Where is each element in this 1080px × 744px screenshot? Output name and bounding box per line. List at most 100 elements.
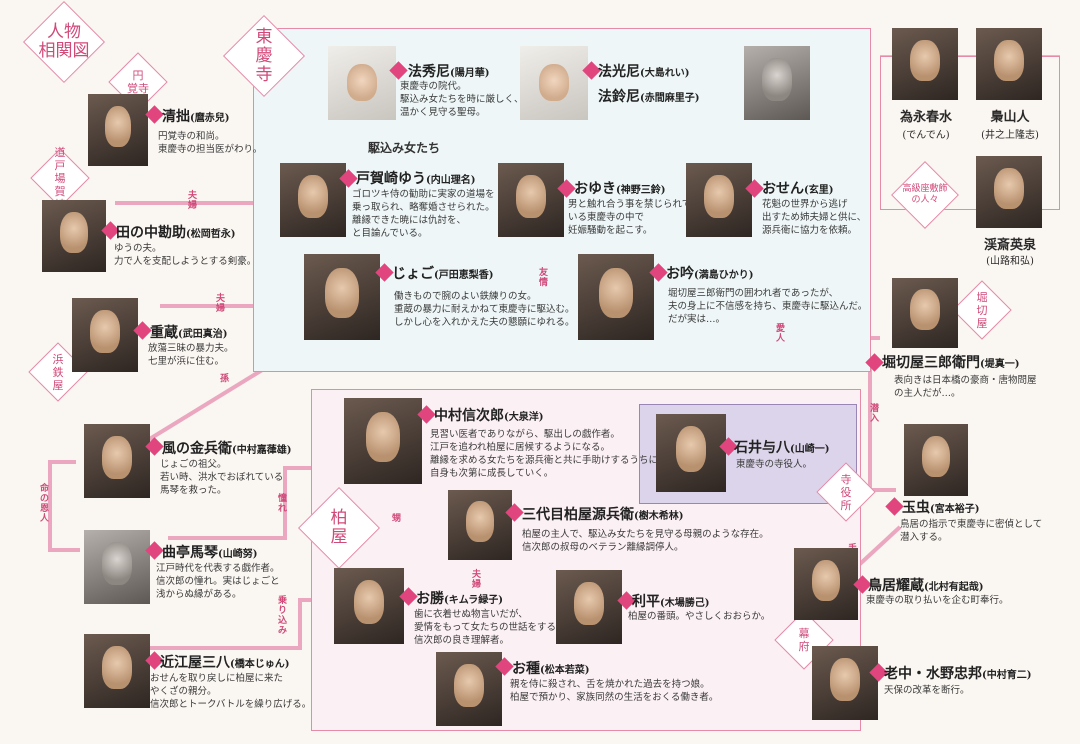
desc-ogin: 堀切屋三郎衛門の囲われ者であったが、 夫の身上に不信感を持ち、東慶寺に駆込んだ。…: [668, 288, 868, 325]
portrait-kyozan: [976, 28, 1042, 100]
portrait-hoshuuni: [328, 46, 396, 120]
relation-aijin: 愛 人: [776, 324, 786, 344]
desc-omi: おせんを取り戻しに柏屋に来た やくざの親分。 信次郎とトークバトルを繰り広げる。: [150, 673, 312, 710]
name-ogin: お吟(満島ひかり): [666, 266, 754, 282]
name-keisai: 渓斎英泉: [983, 238, 1036, 253]
portrait-torii: [794, 548, 858, 620]
name-bakin: 曲亭馬琴(山崎努): [162, 545, 258, 561]
name-kyozan: 梟山人: [990, 110, 1030, 125]
portrait-osen: [686, 163, 752, 237]
name-tanaka: 田の中勘助(松岡哲永): [116, 225, 236, 241]
portrait-keisai: [976, 156, 1042, 228]
portrait-ogin: [578, 254, 654, 340]
relation-yujo: 友 情: [539, 268, 549, 288]
portrait-omi: [84, 634, 150, 708]
relation-oi: 甥: [392, 514, 402, 524]
name-otane: お種(松本若菜): [512, 661, 590, 677]
relation-akogare: 憧 れ: [278, 494, 288, 514]
name-torii: 鳥居耀蔵(北村有起哉): [868, 578, 984, 594]
name-genbei: 三代目柏屋源兵衛(樹木希林): [522, 507, 684, 523]
portrait-bakin: [84, 530, 150, 604]
desc-tanaka: ゆうの夫。 力で人を支配しようとする剣豪。: [114, 243, 257, 267]
name-mizuno: 老中・水野忠邦(中村育二): [884, 666, 1032, 682]
name-horikiri: 堀切屋三郎衛門(堤真一): [882, 355, 1020, 371]
chart-title: 人物 相関図: [26, 4, 102, 80]
portrait-juzo: [72, 298, 138, 372]
desc-kinbei: じょごの祖父。 若い時、洪水でおぼれている 馬琴を救った。: [160, 459, 284, 496]
desc-juzo: 放蕩三昧の暴力夫。 七里が浜に住む。: [148, 343, 234, 367]
name-tamenaga: 為永春水: [899, 110, 952, 125]
name-juzo: 重蔵(武田真治): [150, 325, 228, 341]
name-omi: 近江屋三八(橋本じゅん): [160, 655, 290, 671]
desc-jogo: 働きもので腕のよい鉄練りの女。 重蔵の暴力に耐えかねて東慶寺に駆込む。 しかし心…: [394, 291, 575, 328]
name-okatsu: お勝(キムラ緑子): [416, 591, 503, 607]
name-hokoni: 法光尼(大島れい): [598, 64, 690, 80]
desc-genbei: 柏屋の主人で、駆込み女たちを見守る母親のような存在。 信次郎の叔母のベテラン離縁…: [522, 529, 769, 553]
desc-oyuki: 男と触れ合う事を禁じられて いる東慶寺の中で 妊娠騒動を起こす。: [568, 199, 692, 236]
portrait-mizuno: [812, 646, 878, 720]
portrait-rihei: [556, 570, 622, 644]
desc-hoshuuni: 東慶寺の院代。 駆込み女たちを時に厳しく、 温かく見守る聖母。: [400, 81, 524, 118]
name-seisetsu: 清拙(麿赤兒): [162, 109, 230, 125]
desc-mizuno: 天保の改革を断行。: [884, 685, 970, 696]
group-label-tokeiji: 東 慶 寺: [226, 18, 302, 94]
relation-inochi: 命 の 恩 人: [40, 484, 50, 524]
relation-fufu-okatsu-rihei: 夫 婦: [472, 570, 482, 590]
name-osen: おせん(玄里): [762, 181, 834, 197]
desc-torii: 東慶寺の取り払いを企む町奉行。: [866, 595, 1009, 606]
portrait-otane: [436, 652, 502, 726]
portrait-seisetsu: [88, 94, 148, 166]
desc-osen: 花魁の世界から逃げ 出すため姉夫婦と供に、 源兵衛に協力を依頼。: [762, 199, 867, 236]
name-yu: 戸賀崎ゆう(内山理名): [356, 171, 476, 187]
name-tamamushi: 玉虫(宮本裕子): [902, 500, 980, 516]
relation-fufu-juzo-jogo: 夫 婦: [216, 294, 226, 314]
portrait-genbei: [448, 490, 512, 560]
name-ishii: 石井与八(山崎一): [734, 440, 830, 456]
portrait-horikiri: [892, 278, 958, 348]
name-kinbei: 風の金兵衛(中村嘉葎雄): [162, 441, 292, 457]
desc-seisetsu: 円覚寺の和尚。 東慶寺の担当医がわり。: [158, 131, 263, 155]
portrait-tamenaga: [892, 28, 958, 100]
desc-okatsu: 歯に衣着せぬ物言いだが、 愛情をもって女たちの世話をする。 信次郎の良き理解者。: [414, 609, 566, 646]
relation-norikomi: 乗 り 込 み: [278, 596, 288, 636]
portrait-kinbei: [84, 424, 150, 498]
guild-group-box: [880, 56, 1060, 210]
relation-fufu-tanaka-yu: 夫 婦: [188, 191, 198, 211]
actor-keisai: (山路和弘): [986, 256, 1034, 267]
portrait-hokoni: [520, 46, 588, 120]
desc-otane: 親を侍に殺され、舌を焼かれた過去を持つ娘。 柏屋で預かり、家族同然の生活をおくる…: [510, 679, 719, 703]
relation-mago: 孫: [220, 374, 230, 384]
portrait-ishii: [656, 414, 726, 492]
group-label-kashiwaya: 柏 屋: [301, 490, 377, 566]
portrait-oyuki: [498, 163, 564, 237]
name-oyuki: おゆき(神野三鈴): [574, 181, 666, 197]
desc-bakin: 江戸時代を代表する戯作者。 信次郎の憧れ。実はじょごと 浅からぬ縁がある。: [156, 563, 280, 600]
name-rihei: 利平(木場勝己): [632, 594, 710, 610]
portrait-shinjiro: [344, 398, 422, 484]
portrait-horeini: [744, 46, 810, 120]
desc-horikiri: 表向きは日本橋の豪商・唐物問屋 の主人だが…。: [894, 375, 1037, 399]
name-horeini: 法鈴尼(赤間麻里子): [598, 89, 700, 105]
actor-kyozan: (井之上隆志): [981, 130, 1039, 141]
group-label-hamatetsu: 浜 鉄 屋: [28, 342, 88, 402]
group-label-entouji: 円 覚寺: [108, 52, 168, 112]
name-jogo: じょご(戸田恵梨香): [392, 266, 494, 282]
group-label-bakufu: 幕 府: [774, 610, 834, 670]
group-label-dougaba: 道 戸 場 賀 崎: [30, 146, 90, 211]
group-label-horikiriya: 堀 切 屋: [952, 280, 1012, 340]
desc-rihei: 柏屋の番頭。やさしくおおらか。: [628, 611, 771, 622]
desc-yu: ゴロツキ侍の勧助に実家の道場を 乗っ取られ、略奪婚させられた。 離縁できた暁には…: [352, 189, 495, 239]
desc-shinjiro: 見習い医者でありながら、駆出しの戯作者。 江戸を追われ柏屋に居候するようになる。…: [430, 429, 659, 479]
name-shinjiro: 中村信次郎(大泉洋): [434, 408, 544, 424]
portrait-okatsu: [334, 568, 404, 644]
group-label-guild: 高級座敷飾 の人々: [892, 162, 958, 228]
desc-ishii: 東慶寺の寺役人。: [736, 459, 813, 470]
relation-sennyu: 潜 入: [870, 404, 880, 424]
portrait-tanaka: [42, 200, 106, 272]
actor-tamenaga: (でんでん): [902, 130, 950, 141]
desc-tamamushi: 鳥居の指示で東慶寺に密偵として 潜入する。: [900, 519, 1043, 543]
name-hoshuuni: 法秀尼(陽月華): [408, 64, 490, 80]
kakekomi-label: 駆込み女たち: [368, 141, 441, 155]
portrait-yu: [280, 163, 346, 237]
portrait-jogo: [304, 254, 380, 340]
